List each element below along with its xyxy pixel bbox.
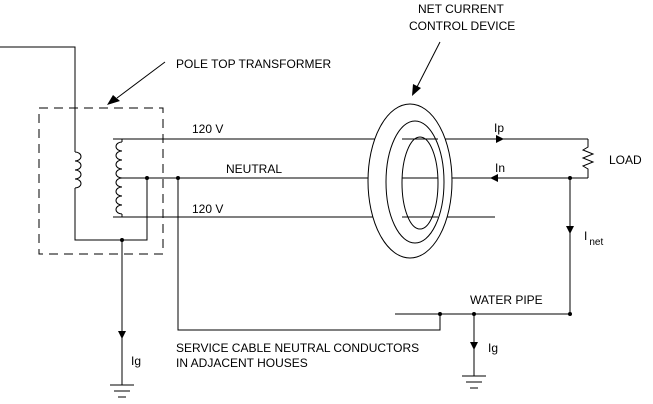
left-ig-label: Ig: [131, 354, 141, 368]
left-ground-symbol: [110, 384, 134, 398]
transformer-enclosure: [38, 107, 164, 255]
water-pipe-label: WATER PIPE: [470, 293, 543, 307]
load-resistor: [581, 139, 595, 178]
right-ig-arrow: [470, 342, 478, 350]
device-label-line1: NET CURRENT: [418, 2, 504, 16]
ip-label: Ip: [494, 121, 504, 135]
secondary-coil: [115, 139, 123, 217]
primary-ground-wire: [74, 188, 122, 241]
inet-label-sub: net: [589, 237, 603, 248]
net-current-device-toroid: [367, 103, 453, 259]
left-ig-arrow: [118, 331, 126, 339]
right-ground-symbol: [462, 375, 486, 389]
transformer-leader-arrow: [107, 61, 166, 105]
primary-coil: [74, 150, 82, 214]
transformer-label: POLE TOP TRANSFORMER: [176, 57, 331, 71]
service-cable-label-line1: SERVICE CABLE NEUTRAL CONDUCTORS: [176, 341, 419, 355]
device-leader-arrow: [412, 41, 441, 96]
neutral-label: NEUTRAL: [226, 162, 282, 176]
in-arrow: [490, 174, 498, 182]
ip-arrow: [496, 135, 504, 143]
primary-feed-wire: [0, 46, 76, 150]
inet-arrow: [566, 226, 574, 234]
right-ig-label: Ig: [488, 341, 498, 355]
in-label: In: [495, 161, 505, 175]
service-cable-label-line2: IN ADJACENT HOUSES: [176, 356, 308, 370]
junction-dot: [145, 176, 149, 180]
transformer-neutral-ground-wire: [122, 178, 148, 241]
hot-bottom-label: 120 V: [192, 202, 223, 216]
inet-label-main: I: [584, 229, 587, 243]
load-label: LOAD: [609, 153, 642, 167]
service-neutral-wire: [177, 178, 441, 331]
device-label-line2: CONTROL DEVICE: [409, 19, 515, 33]
hot-top-label: 120 V: [192, 122, 223, 136]
